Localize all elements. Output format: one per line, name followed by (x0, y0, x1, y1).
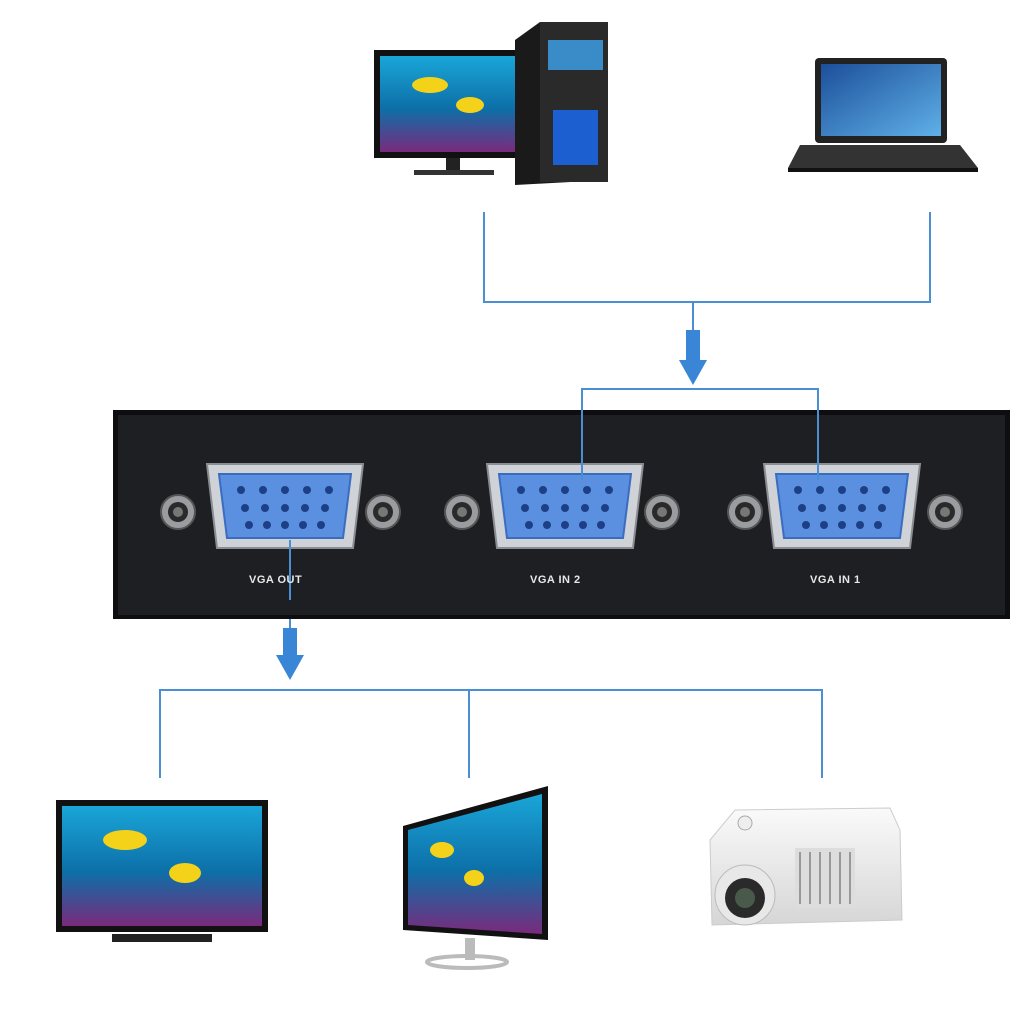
tv-icon (56, 800, 268, 942)
port-label-vga-in-1: VGA IN 1 (810, 574, 861, 586)
monitor-icon (403, 786, 548, 970)
port-label-vga-out: VGA OUT (249, 574, 303, 586)
arrow-down-icon (276, 628, 304, 680)
projector-icon (709, 807, 903, 926)
laptop-icon (788, 58, 978, 172)
port-label-vga-in-2: VGA IN 2 (530, 574, 581, 586)
arrow-down-icon (679, 330, 707, 385)
port-connection-lines (289, 389, 819, 600)
desktop-pc-icon (374, 22, 608, 185)
